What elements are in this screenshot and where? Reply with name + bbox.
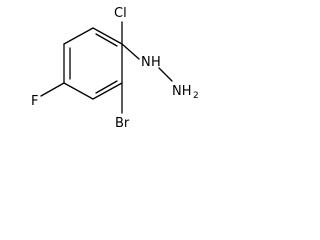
ring-bond-right-lower (92, 82, 123, 100)
bond-n-to-nh2 (158, 67, 173, 82)
hydrazine-h-label: H (151, 55, 161, 70)
ring-double-bond-bottom-right (95, 80, 118, 94)
ring-bond-top-left (63, 27, 94, 45)
bromine-label: Br (115, 116, 130, 131)
hydrazine-nh2-subscript: 2 (193, 91, 199, 101)
bond-to-hydrazine-n (121, 43, 140, 60)
chemical-structure-diagram: Cl F Br N H NH 2 (31, 6, 199, 131)
bond-to-fluorine (40, 82, 65, 97)
ring-double-bond-top-right (95, 33, 118, 47)
fluorine-label: F (31, 94, 38, 109)
ring-bond-top-right (92, 27, 123, 45)
hydrazine-n-label: N (141, 55, 151, 70)
ring-bond-bottom-left (63, 82, 94, 100)
chlorine-label: Cl (114, 6, 127, 21)
hydrazine-nh2-label: NH (172, 84, 192, 99)
